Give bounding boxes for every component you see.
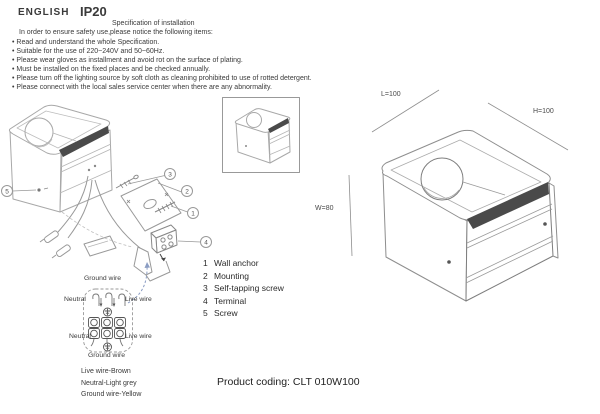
wire-color-item: Ground wire-Yellow — [81, 391, 142, 398]
ip-rating: IP20 — [80, 4, 107, 19]
wire-label-neutral-top: Neutral — [64, 296, 86, 303]
dimension-length: L=100 — [381, 91, 401, 98]
instruction-item: Please connect with the local sales serv… — [12, 83, 312, 92]
wiring-diagram — [83, 288, 133, 353]
wire-label-ground-bottom: Ground wire — [88, 352, 126, 359]
instruction-item: Must be installed on the fixed places an… — [12, 65, 312, 74]
wire-label-live-top: Live wire — [125, 296, 152, 303]
spec-title: Specification of installation — [112, 20, 195, 27]
callout-2: 2 — [185, 189, 189, 196]
instruction-item: Suitable for the use of 220~240V and 50~… — [12, 47, 312, 56]
product-coding: Product coding: CLT 010W100 — [217, 376, 360, 388]
instruction-item: Please wear gloves as installment and av… — [12, 56, 312, 65]
wire-label-live-bottom: Live wire — [125, 333, 152, 340]
instruction-list: Read and understand the whole Specificat… — [12, 38, 312, 92]
wire-color-legend: Live wire-Brown Neutral-Light grey Groun… — [81, 368, 141, 403]
wire-label-ground-top: Ground wire — [84, 275, 122, 282]
callout-4: 4 — [204, 240, 208, 247]
dimensioned-drawing — [348, 89, 569, 302]
callout-3: 3 — [168, 172, 172, 179]
wire-color-item: Neutral-Light grey — [81, 379, 137, 387]
dimension-height: H=100 — [533, 108, 554, 115]
instruction-item: Please turn off the lighting source by s… — [12, 74, 311, 83]
language-label: ENGLISH — [18, 7, 70, 18]
callout-1: 1 — [191, 211, 195, 218]
inset-thumbnail — [222, 97, 300, 173]
dimension-width: W=80 — [315, 205, 334, 212]
intro-line: In order to ensure safety use,please not… — [19, 29, 213, 36]
exploded-view-diagram: 5 3 2 1 4 — [1, 97, 300, 304]
wire-color-item: Live wire-Brown — [81, 368, 131, 375]
wire-label-neutral-bottom: Neutral — [69, 333, 91, 340]
instruction-item: Read and understand the whole Specificat… — [12, 38, 312, 47]
callout-5: 5 — [5, 189, 9, 196]
